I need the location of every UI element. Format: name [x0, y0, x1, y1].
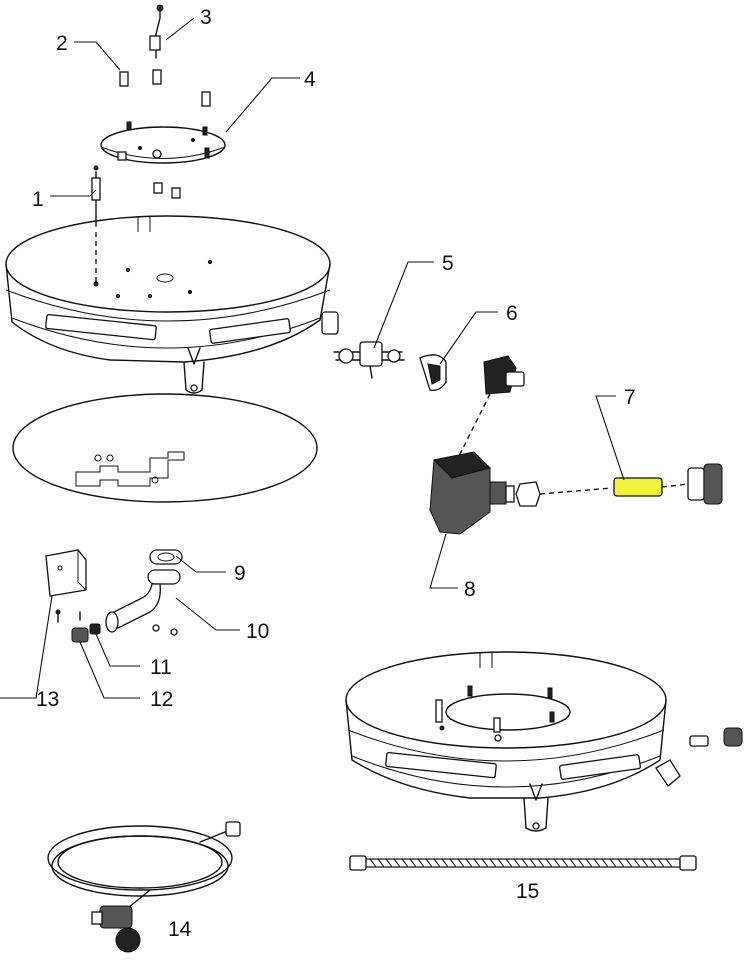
igniter-electrode-part — [91, 165, 101, 282]
nut-part — [89, 623, 101, 635]
leader-lines — [0, 17, 625, 699]
callout-3: 3 — [200, 6, 212, 29]
callout-1: 1 — [32, 188, 44, 211]
upper-fire-ring — [5, 215, 339, 394]
callout-2: 2 — [56, 32, 68, 55]
battery-part — [613, 463, 723, 505]
gas-valve-part — [333, 341, 405, 379]
callout-5: 5 — [442, 252, 454, 275]
thermocouple-part — [149, 4, 164, 59]
elbow-pipe-part — [105, 569, 181, 636]
callout-8: 8 — [464, 578, 476, 601]
mounting-bracket-part — [45, 549, 87, 623]
callout-14: 14 — [168, 918, 192, 941]
gasket-part — [149, 549, 183, 565]
battery-highlight — [613, 477, 663, 497]
callout-6: 6 — [506, 302, 518, 325]
loose-fittings — [689, 727, 743, 747]
burner-plate-part — [100, 121, 226, 164]
callout-11: 11 — [150, 656, 172, 679]
callout-labels: 1 2 3 4 5 6 7 8 9 10 11 12 13 14 15 — [32, 6, 636, 941]
callout-4: 4 — [304, 68, 316, 91]
callout-12: 12 — [150, 688, 173, 711]
base-disk — [12, 393, 318, 503]
spacer-parts — [119, 69, 211, 107]
callout-15: 15 — [516, 880, 539, 903]
callout-7: 7 — [624, 386, 636, 409]
igniter-module-part — [429, 355, 613, 535]
assembled-fire-ring — [345, 651, 681, 832]
callout-9: 9 — [234, 562, 246, 585]
control-knob-part — [419, 354, 447, 391]
flexible-gas-line-part — [349, 855, 697, 871]
screws — [153, 182, 181, 199]
orifice-fitting-part — [71, 611, 89, 643]
callout-13: 13 — [36, 688, 59, 711]
callout-10: 10 — [246, 620, 269, 643]
hose-regulator-part — [47, 821, 241, 953]
